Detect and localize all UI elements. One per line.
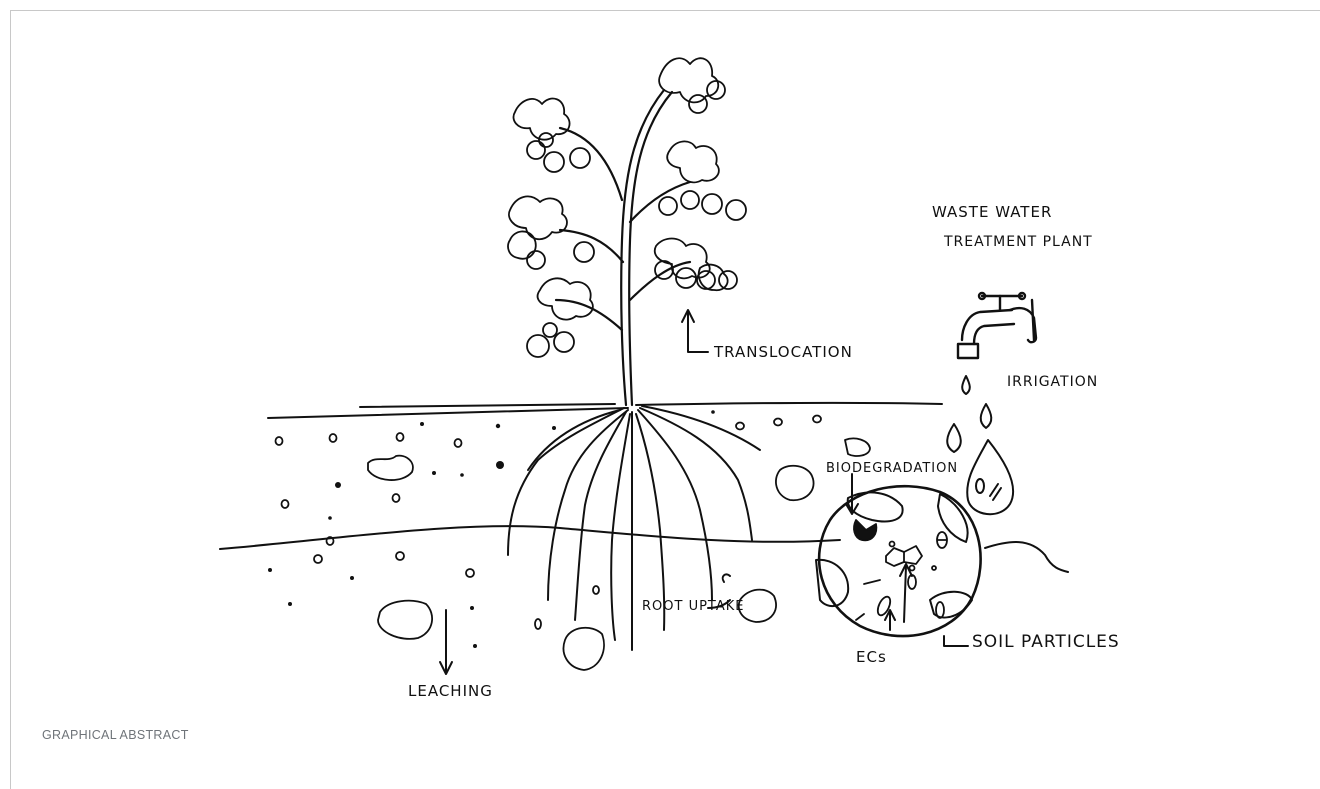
label-wwtp-line2: TREATMENT PLANT — [943, 234, 1093, 250]
label-irrigation: IRRIGATION — [1007, 374, 1098, 390]
water-tap-icon — [958, 293, 1036, 358]
label-translocation: TRANSLOCATION — [713, 343, 853, 361]
label-leaching: LEACHING — [408, 682, 493, 700]
plant-stem — [556, 90, 690, 405]
figure-caption: GRAPHICAL ABSTRACT — [42, 728, 189, 742]
label-root-uptake: ROOT UPTAKE — [642, 599, 745, 614]
tomato-fruits — [527, 81, 746, 357]
soil-particle-icon — [816, 486, 981, 636]
label-soil-particles: SOIL PARTICLES — [972, 632, 1120, 652]
label-wwtp-line1: WASTE WATER — [932, 203, 1052, 221]
annotation-arrows — [440, 474, 968, 674]
label-ecs: ECs — [856, 648, 887, 666]
water-drop-icon — [947, 376, 1013, 514]
microbe-icon — [854, 520, 947, 620]
soil-surface-lines — [220, 403, 1068, 572]
translocation-arrow-icon — [682, 310, 708, 352]
label-biodegradation: BIODEGRADATION — [826, 461, 958, 476]
